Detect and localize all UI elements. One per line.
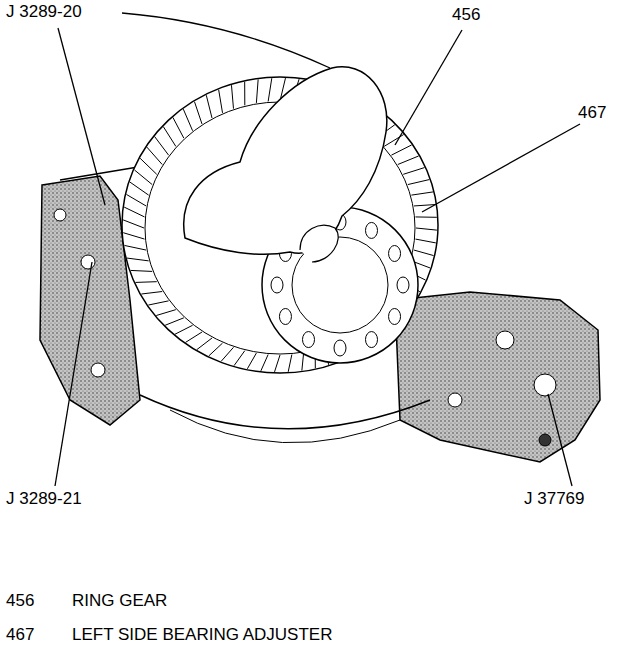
carrier-housing	[140, 395, 430, 429]
gear-tooth	[194, 102, 202, 124]
gear-tooth	[124, 207, 144, 217]
gear-tooth	[416, 228, 437, 230]
key-number: 456	[4, 592, 36, 611]
carrier-housing	[170, 410, 400, 443]
gear-tooth	[155, 137, 169, 156]
hand	[184, 67, 387, 255]
gear-tooth	[261, 355, 268, 371]
gear-tooth	[411, 192, 433, 195]
gear-tooth	[398, 156, 419, 165]
gear-tooth	[247, 353, 256, 369]
adjuster-hole	[389, 246, 401, 262]
gear-tooth	[131, 270, 153, 271]
key-number: 467	[4, 626, 36, 645]
gear-tooth	[209, 343, 223, 356]
gear-tooth	[148, 301, 168, 305]
bolt	[539, 434, 551, 446]
tool-label: J 37769	[522, 490, 587, 509]
gear-tooth	[123, 220, 144, 228]
adjuster-hole	[366, 222, 378, 238]
gear-tooth	[275, 355, 280, 372]
part-name: RING GEAR	[70, 592, 169, 611]
gear-tooth	[231, 85, 233, 108]
gear-tooth	[135, 281, 156, 283]
gear-tooth	[415, 239, 435, 243]
bolt	[54, 209, 66, 221]
gear-tooth	[134, 170, 152, 185]
adjuster-hole	[279, 309, 291, 325]
gear-tooth	[173, 117, 184, 138]
gear-tooth	[163, 127, 175, 147]
gear-tooth	[140, 158, 157, 174]
bolt	[534, 374, 556, 396]
right-fixture	[395, 292, 600, 462]
adjuster-hole	[271, 277, 283, 293]
gear-tooth	[175, 325, 193, 334]
gear-tooth	[256, 79, 258, 102]
bolt	[81, 255, 95, 269]
gear-tooth	[186, 332, 202, 342]
tool-label: J 3289-20	[4, 3, 84, 22]
gear-tooth	[156, 310, 176, 316]
gear-tooth	[127, 258, 149, 261]
gear-tooth	[125, 245, 147, 250]
gear-tooth	[414, 250, 434, 256]
gear-tooth	[403, 168, 424, 175]
gear-tooth	[268, 78, 272, 101]
adjuster-hole	[303, 332, 315, 348]
gear-tooth	[244, 82, 245, 106]
tool-label: J 3289-21	[4, 490, 84, 509]
bolt	[91, 363, 105, 377]
gear-tooth	[234, 351, 245, 366]
gear-tooth	[391, 145, 411, 155]
gear-tooth	[183, 109, 192, 131]
bolt	[448, 393, 462, 407]
adjuster-hole	[334, 340, 346, 356]
gear-tooth	[221, 347, 233, 361]
gear-tooth	[206, 95, 212, 118]
adjuster-hole	[389, 309, 401, 325]
gear-tooth	[408, 180, 430, 185]
callout-number: 467	[576, 104, 608, 123]
gear-tooth	[302, 353, 304, 370]
gear-tooth	[165, 318, 184, 325]
gear-tooth	[288, 355, 292, 372]
gear-tooth	[219, 90, 223, 113]
gear-tooth	[141, 292, 162, 295]
gear-tooth	[415, 216, 436, 217]
gear-tooth	[126, 194, 146, 206]
gear-tooth	[147, 147, 162, 164]
callout-number: 456	[450, 6, 482, 25]
leader-lines	[55, 13, 580, 486]
gear-tooth	[123, 233, 144, 239]
adjuster-hole	[397, 277, 409, 293]
bolt	[496, 331, 514, 349]
gear-tooth	[130, 182, 149, 195]
gear-tooth	[197, 338, 212, 350]
thumb	[300, 225, 338, 262]
part-name: LEFT SIDE BEARING ADJUSTER	[70, 626, 334, 645]
adjuster-hole	[366, 332, 378, 348]
